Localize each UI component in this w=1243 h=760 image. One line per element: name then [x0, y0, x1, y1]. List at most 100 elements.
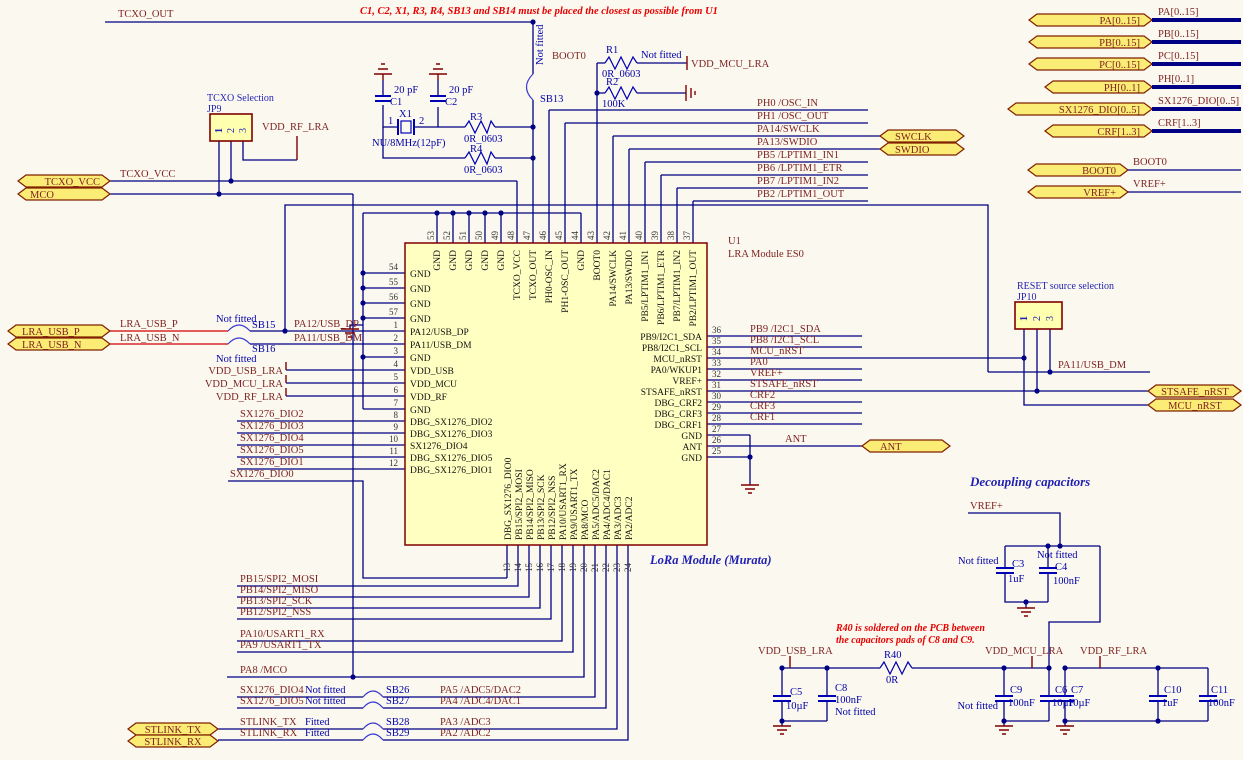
flag-swdio [879, 142, 965, 156]
svg-text:Not fitted: Not fitted [1037, 550, 1078, 561]
svg-text:PA13/SWDIO: PA13/SWDIO [757, 137, 818, 148]
svg-text:27: 27 [712, 424, 722, 434]
svg-text:C1: C1 [390, 97, 402, 108]
svg-text:PA[0..15]: PA[0..15] [1158, 7, 1198, 18]
svg-text:DBG_SX1276_DIO1: DBG_SX1276_DIO1 [410, 466, 493, 476]
svg-text:2: 2 [394, 333, 399, 343]
ground-symbols [341, 63, 1074, 735]
r4-symbol [464, 150, 496, 166]
flag-swclk [879, 129, 965, 143]
u1-left-pins: 54 55 56 57 1 2 3 4 5 6 7 8 9 10 11 12 G… [389, 262, 493, 476]
sb26-arc [362, 690, 384, 698]
svg-text:PA4 /ADC4/DAC1: PA4 /ADC4/DAC1 [440, 696, 521, 707]
svg-text:STLINK_TX: STLINK_TX [145, 725, 202, 736]
svg-text:SX1276_DIO[0..5]: SX1276_DIO[0..5] [1059, 105, 1140, 116]
jp9-title: TCXO Selection [207, 93, 274, 104]
svg-text:C6: C6 [1055, 685, 1067, 696]
svg-text:VDD_RF_LRA: VDD_RF_LRA [262, 122, 330, 133]
svg-text:PH0-OSC_IN: PH0-OSC_IN [545, 250, 555, 303]
svg-text:PA14/SWCLK: PA14/SWCLK [609, 250, 619, 307]
svg-text:51: 51 [458, 231, 468, 240]
svg-text:Not fitted: Not fitted [641, 50, 682, 61]
svg-text:MCU_nRST: MCU_nRST [750, 346, 804, 357]
jp9[interactable]: TCXO Selection JP9 1 2 3 [207, 93, 274, 142]
svg-text:C2: C2 [445, 97, 457, 108]
capacitors[interactable] [375, 95, 1217, 702]
svg-text:38: 38 [666, 231, 676, 241]
svg-text:GND: GND [681, 432, 702, 442]
sb27-arc [362, 701, 384, 709]
flag-mco [17, 187, 111, 201]
svg-text:Not fitted: Not fitted [305, 685, 346, 696]
svg-text:LRA_USB_N: LRA_USB_N [22, 340, 82, 351]
svg-text:43: 43 [586, 231, 596, 241]
svg-text:20 pF: 20 pF [449, 85, 473, 96]
svg-text:PH1-OSC_OUT: PH1-OSC_OUT [561, 250, 571, 313]
jp9-ref: JP9 [207, 104, 221, 115]
svg-text:GND: GND [433, 250, 443, 271]
svg-text:PA14/SWCLK: PA14/SWCLK [757, 124, 820, 135]
svg-text:X1: X1 [399, 109, 412, 120]
svg-text:PB7/LPTIM1_IN2: PB7/LPTIM1_IN2 [673, 250, 683, 322]
svg-text:GND: GND [465, 250, 475, 271]
svg-text:PA3 /ADC3: PA3 /ADC3 [440, 717, 491, 728]
svg-text:47: 47 [522, 231, 532, 241]
svg-text:VDD_RF_LRA: VDD_RF_LRA [1080, 646, 1148, 657]
svg-text:1uF: 1uF [1008, 574, 1025, 585]
c2-symbol [430, 95, 446, 102]
svg-text:PA2 /ADC2: PA2 /ADC2 [440, 728, 491, 739]
svg-text:SB15: SB15 [252, 320, 275, 331]
flag-stlink-rx [127, 734, 219, 748]
svg-text:36: 36 [712, 325, 722, 335]
svg-text:SX1276_DIO3: SX1276_DIO3 [240, 421, 304, 432]
svg-text:STLINK_RX: STLINK_RX [144, 737, 202, 748]
svg-text:PB14/SPI2_MISO: PB14/SPI2_MISO [240, 585, 319, 596]
svg-text:VDD_USB: VDD_USB [410, 367, 454, 377]
svg-text:2: 2 [226, 128, 237, 133]
decoupling-title: Decoupling capacitors [969, 474, 1090, 489]
gnd-c7-icon [1056, 725, 1074, 735]
flag-lra-usb-n [7, 337, 111, 351]
svg-text:BOOT0: BOOT0 [552, 51, 586, 62]
svg-text:33: 33 [712, 358, 722, 368]
svg-text:C8: C8 [835, 683, 847, 694]
u1-body[interactable] [404, 242, 708, 546]
svg-text:SB28: SB28 [386, 717, 409, 728]
lora-module-caption: LoRa Module (Murata) [649, 553, 772, 567]
svg-text:PA5/ADC5/DAC2: PA5/ADC5/DAC2 [592, 469, 602, 540]
svg-text:PH1 /OSC_OUT: PH1 /OSC_OUT [757, 111, 829, 122]
svg-text:GND: GND [410, 315, 431, 325]
flag-mcu-nrst [1147, 398, 1242, 412]
svg-text:PH[0..1]: PH[0..1] [1158, 74, 1194, 85]
svg-text:LRA_USB_P: LRA_USB_P [120, 319, 178, 330]
solder-bridges[interactable] [227, 73, 534, 741]
c9-symbol [995, 695, 1013, 702]
jp10-ref: JP10 [1017, 292, 1036, 303]
svg-text:2: 2 [419, 116, 424, 127]
c4-symbol [1039, 567, 1057, 574]
junction-dots [216, 19, 1161, 724]
svg-text:SX1276_DIO5: SX1276_DIO5 [240, 696, 304, 707]
svg-text:100nF: 100nF [1208, 698, 1235, 709]
svg-text:VDD_RF: VDD_RF [410, 393, 447, 403]
jp10[interactable]: RESET source selection JP10 1 2 3 [1014, 281, 1114, 330]
svg-text:3: 3 [238, 128, 249, 133]
svg-text:44: 44 [570, 231, 580, 241]
svg-text:42: 42 [602, 231, 612, 240]
svg-text:PH[0..1]: PH[0..1] [1104, 83, 1140, 94]
flag-lra-usb-p [7, 324, 111, 338]
net-flags[interactable]: TCXO_VCC MCO LRA_USB_P LRA_USB_N STLINK_… [7, 13, 1242, 748]
sb16-arc [227, 337, 251, 345]
svg-text:16: 16 [535, 563, 545, 573]
svg-text:Fitted: Fitted [305, 728, 330, 739]
svg-text:PB[0..15]: PB[0..15] [1158, 29, 1199, 40]
resistors[interactable] [464, 55, 913, 676]
svg-text:DBG_CRF1: DBG_CRF1 [654, 421, 702, 431]
crystal-x1[interactable] [397, 119, 415, 135]
svg-text:PA4/ADC4/DAC1: PA4/ADC4/DAC1 [603, 469, 613, 540]
svg-text:CRF1: CRF1 [750, 412, 775, 423]
svg-text:C4: C4 [1055, 562, 1068, 573]
svg-text:41: 41 [618, 231, 628, 240]
c8-symbol [818, 695, 836, 702]
svg-text:DBG_CRF2: DBG_CRF2 [654, 399, 702, 409]
